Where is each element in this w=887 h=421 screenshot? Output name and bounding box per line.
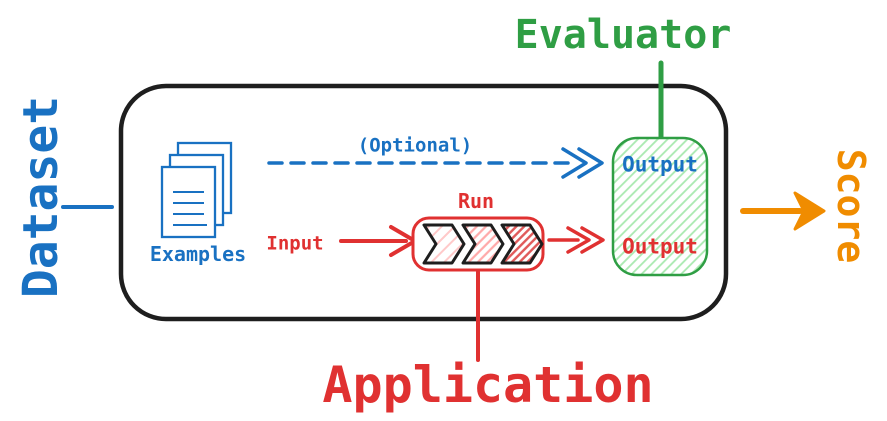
optional-label: (Optional) [357, 134, 473, 157]
evaluator-output-box [611, 136, 709, 277]
input-label: Input [266, 232, 324, 255]
score-arrow [740, 191, 826, 231]
documents-stack-icon [160, 141, 233, 239]
run-output-arrow [547, 226, 605, 254]
run-label: Run [457, 189, 495, 213]
triple-chevron-pipeline-icon [422, 223, 544, 265]
chevron-step-2 [461, 223, 505, 265]
chevron-step-1 [422, 223, 466, 265]
evaluator-output-label: Output [622, 152, 698, 177]
dataset-label: Dataset [13, 95, 69, 299]
score-label: Score [829, 148, 873, 264]
chevron-step-3 [500, 223, 544, 265]
application-label: Application [322, 356, 654, 414]
evaluator-label: Evaluator [514, 12, 732, 58]
application-output-label: Output [622, 234, 698, 259]
examples-label: Examples [149, 242, 247, 266]
experiment-container-box [118, 83, 729, 322]
optional-dashed-arrow [267, 147, 604, 179]
